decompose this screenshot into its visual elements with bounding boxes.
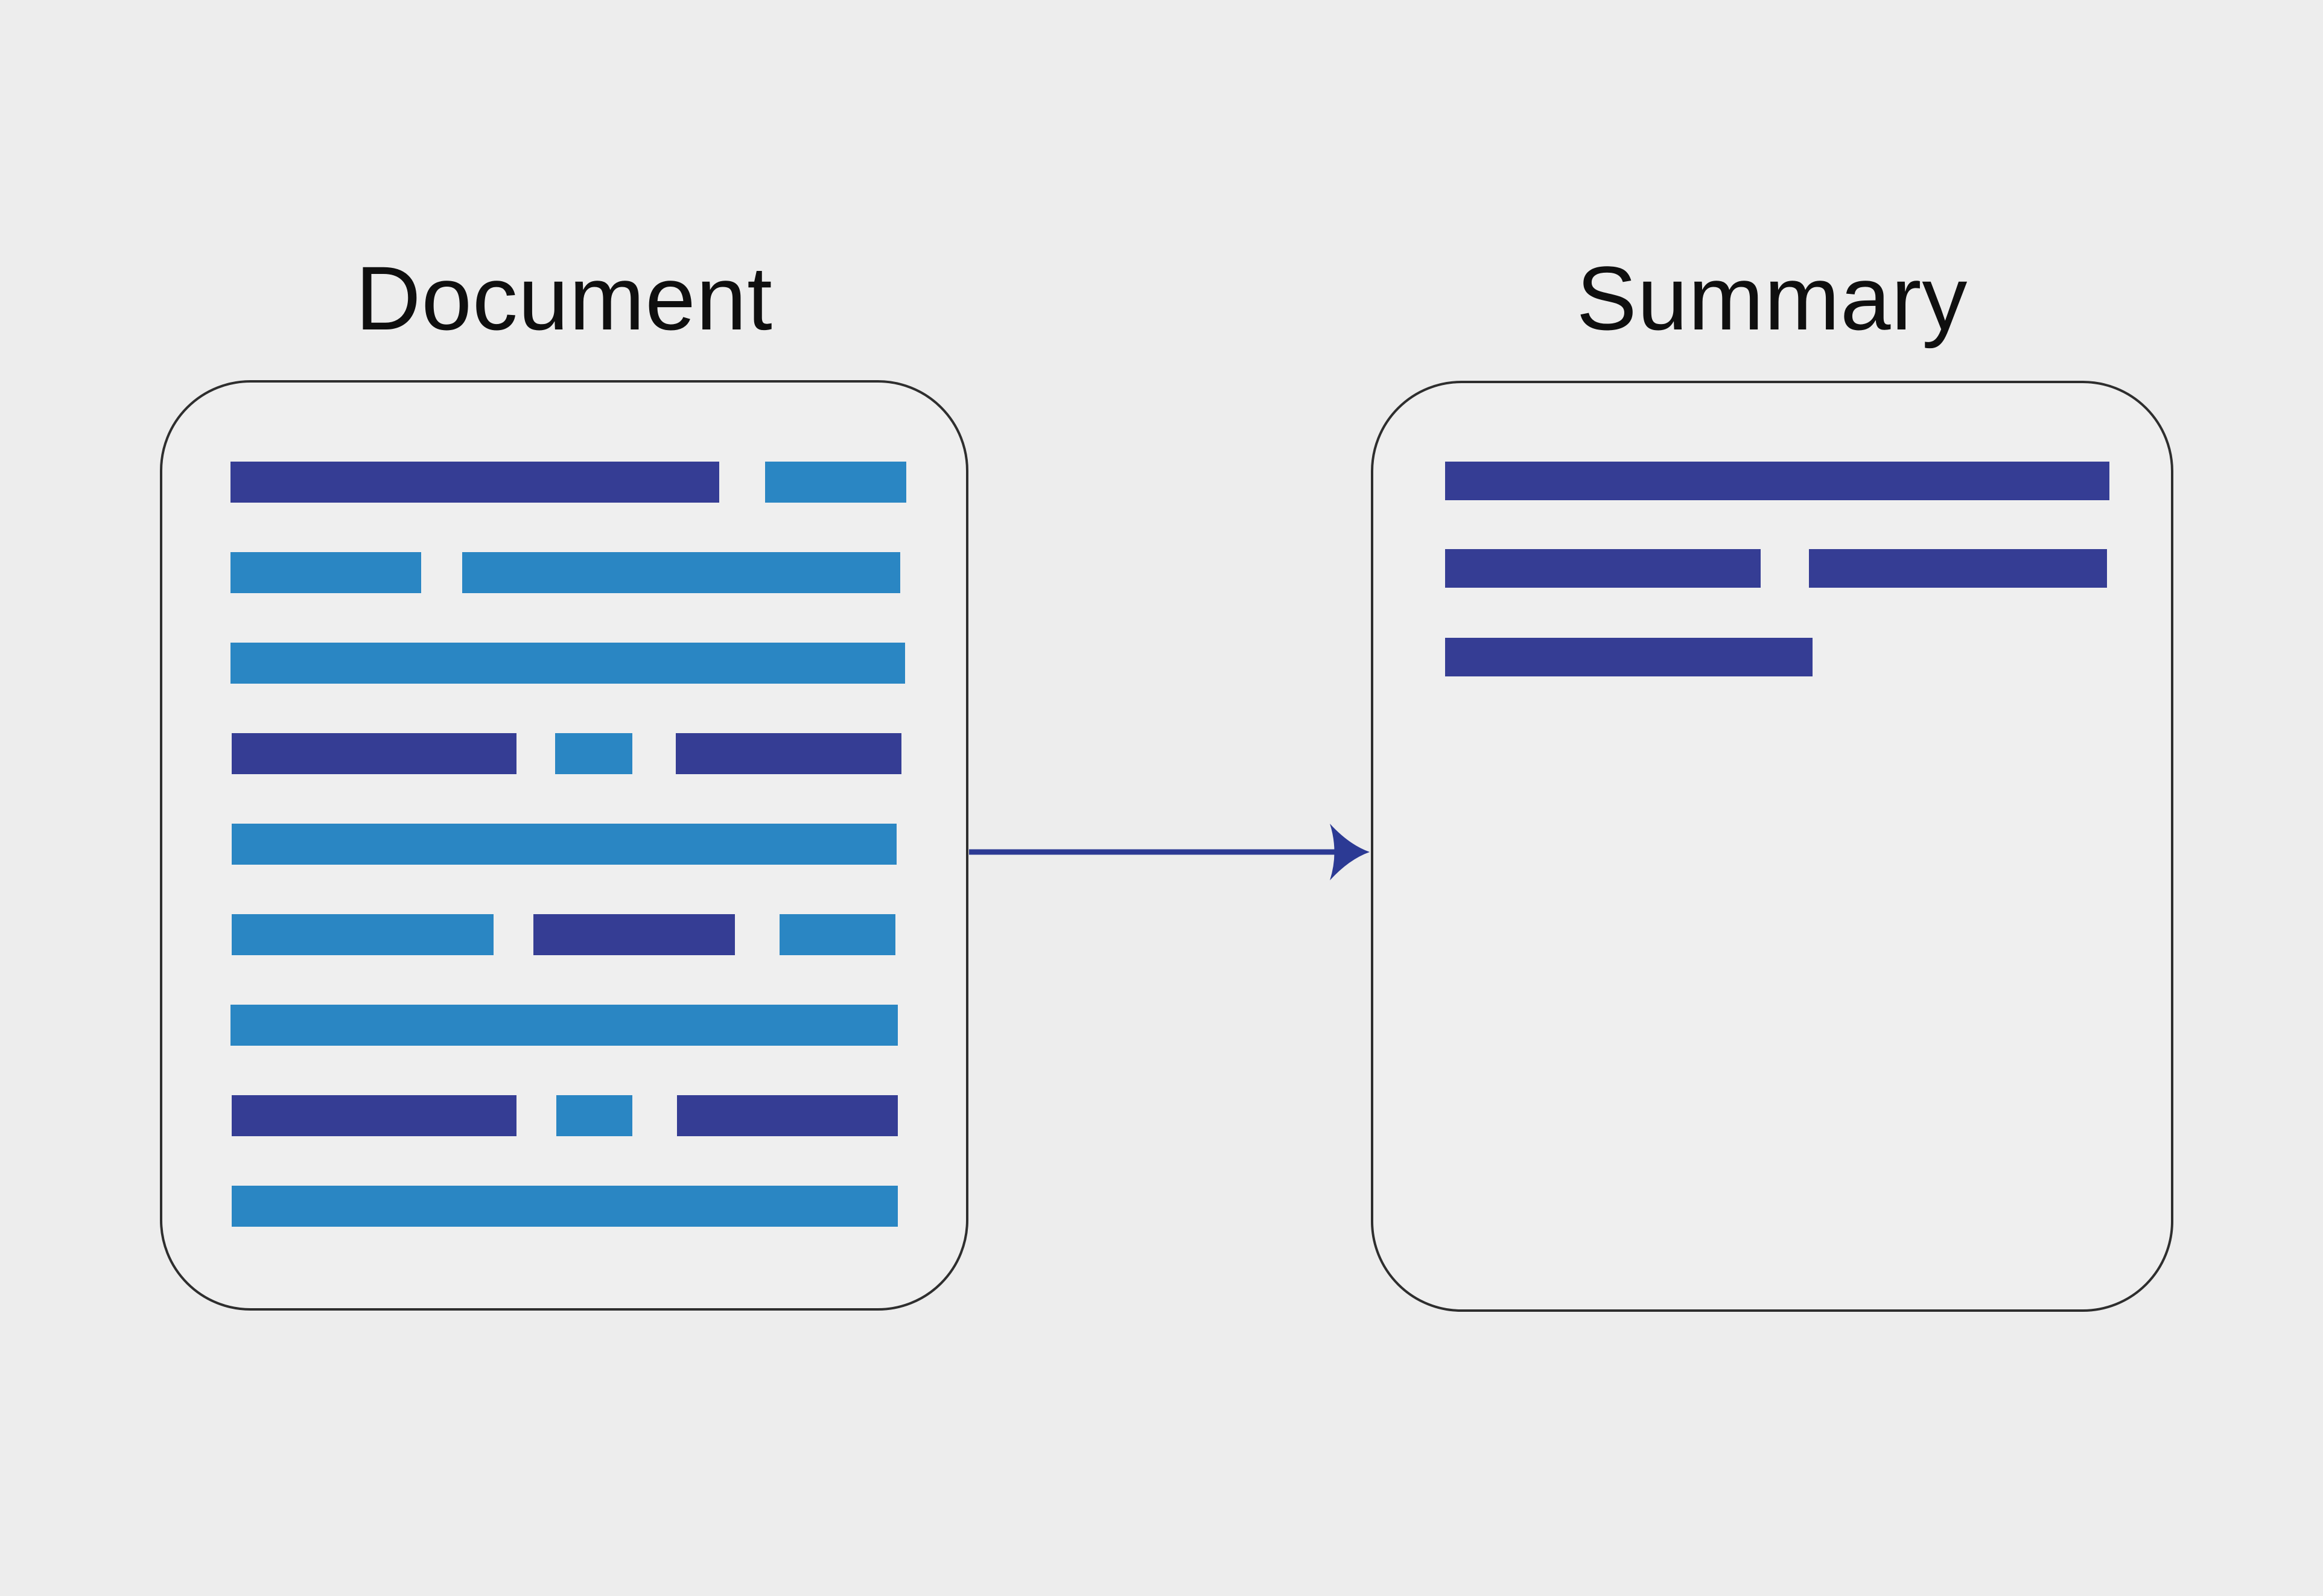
summary-box xyxy=(1371,381,2173,1312)
summary-title: Summary xyxy=(1576,247,1968,349)
document-title: Document xyxy=(355,247,773,349)
arrow-head-icon xyxy=(1330,824,1370,880)
